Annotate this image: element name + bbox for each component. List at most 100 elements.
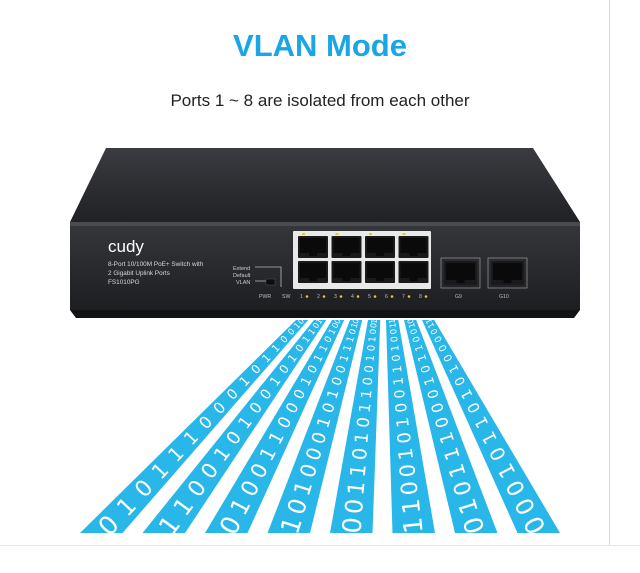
port-label: 6 — [385, 294, 388, 300]
port-latch — [409, 278, 418, 281]
binary-digit: 1 — [363, 354, 377, 362]
status-led — [322, 295, 326, 298]
binary-digit: 0 — [333, 317, 343, 326]
network-switch: cudy 8-Port 10/100M PoE+ Switch with 2 G… — [70, 148, 580, 318]
binary-digit: 0 — [369, 328, 380, 335]
binary-digit: 0 — [389, 328, 400, 334]
status-led — [373, 295, 377, 298]
status-led — [424, 295, 428, 298]
poe-port-7[interactable] — [398, 236, 429, 258]
binary-digit: 1 — [393, 416, 413, 428]
binary-digit: 1 — [318, 343, 331, 354]
data-stream-stripe — [330, 320, 381, 533]
binary-digit: 0 — [418, 363, 434, 374]
status-led — [356, 295, 360, 298]
binary-digit: 1 — [346, 463, 371, 479]
data-stream-stripe — [386, 320, 435, 533]
device-description-line2: 2 Gigabit Uplink Ports — [108, 270, 170, 277]
poe-port-6[interactable] — [365, 261, 395, 283]
page-subtitle: Ports 1 ~ 8 are isolated from each other — [170, 91, 470, 110]
binary-digit: 1 — [345, 335, 357, 344]
poe-port-4[interactable] — [331, 261, 362, 283]
port-socket — [367, 238, 393, 253]
binary-digit: 0 — [389, 336, 401, 343]
port-socket — [333, 263, 360, 278]
binary-digit: 1 — [351, 431, 373, 445]
port-latch — [309, 278, 317, 281]
poe-led — [302, 233, 305, 235]
poe-led — [402, 233, 406, 235]
port-latch — [503, 280, 512, 283]
status-led — [407, 295, 411, 298]
ethernet-ports — [298, 233, 528, 289]
binary-digit: 0 — [294, 343, 307, 355]
binary-digit: 0 — [432, 334, 445, 344]
port-label: G10 — [499, 294, 509, 300]
binary-digit: 0 — [392, 402, 411, 414]
mode-label-default: Default — [233, 273, 251, 279]
binary-digit: 1 — [307, 327, 318, 337]
poe-led — [369, 233, 372, 235]
binary-digit: 0 — [310, 320, 321, 330]
poe-port-5[interactable] — [365, 236, 395, 258]
data-stream-stripe — [80, 320, 309, 533]
poe-port-8[interactable] — [398, 261, 429, 283]
binary-digit: 1 — [359, 389, 376, 400]
binary-digit: 1 — [327, 327, 338, 336]
binary-digit: 0 — [366, 344, 378, 352]
port-socket — [333, 238, 360, 253]
frame-divider-bottom — [0, 545, 640, 546]
data-stream-stripe — [404, 320, 498, 533]
binary-digit: 0 — [409, 327, 420, 335]
poe-port-3[interactable] — [331, 236, 362, 258]
binary-digit: 0 — [394, 431, 416, 445]
port-socket — [300, 238, 326, 253]
mode-label-extend: Extend — [233, 266, 250, 272]
uplink-port-g9[interactable] — [444, 261, 477, 285]
brand-logo: cudy — [108, 237, 144, 256]
uplink-bezel — [440, 257, 481, 289]
port-label: 8 — [419, 294, 422, 300]
port-label: 3 — [334, 294, 337, 300]
binary-digit: 0 — [368, 322, 378, 328]
device-description-line1: 8-Port 10/100M PoE+ Switch with — [108, 261, 204, 268]
binary-digit: 0 — [279, 334, 291, 346]
binary-digit: 0 — [437, 342, 450, 353]
mode-switch-toggle[interactable] — [265, 278, 276, 286]
binary-digit: 0 — [351, 317, 361, 324]
binary-digit: 0 — [396, 480, 423, 497]
port-label: 4 — [351, 294, 354, 300]
binary-digit: 1 — [397, 497, 426, 515]
poe-port-1[interactable] — [298, 236, 328, 258]
port-label: 2 — [317, 294, 320, 300]
port-label: G9 — [455, 294, 462, 300]
port-socket — [493, 263, 522, 280]
page-title: VLAN Mode — [233, 28, 407, 63]
binary-digit: 0 — [392, 389, 409, 400]
port-latch — [376, 278, 384, 281]
binary-digit: 0 — [348, 447, 372, 462]
port-label: SW — [282, 294, 290, 300]
port-latch — [342, 278, 351, 281]
poe-port-2[interactable] — [298, 261, 328, 283]
frame-divider-right — [609, 0, 610, 545]
port-latch — [376, 253, 384, 256]
data-streams: 0100110100011101010110101001010011001011… — [80, 316, 560, 542]
port-label: PWR — [259, 294, 271, 300]
device-model: FS1010PG — [108, 279, 140, 286]
binary-digit: 1 — [314, 317, 324, 326]
uplink-port-g10[interactable] — [491, 261, 524, 285]
data-stream-stripe — [267, 320, 363, 533]
binary-digit: 1 — [415, 353, 429, 363]
binary-digit: 0 — [337, 516, 369, 535]
binary-digit: 0 — [406, 317, 416, 324]
port-label: 1 — [300, 294, 303, 300]
status-led — [390, 295, 394, 298]
switch-top-panel — [70, 148, 580, 222]
uplink-bezel — [487, 257, 528, 289]
port-latch — [309, 253, 317, 256]
